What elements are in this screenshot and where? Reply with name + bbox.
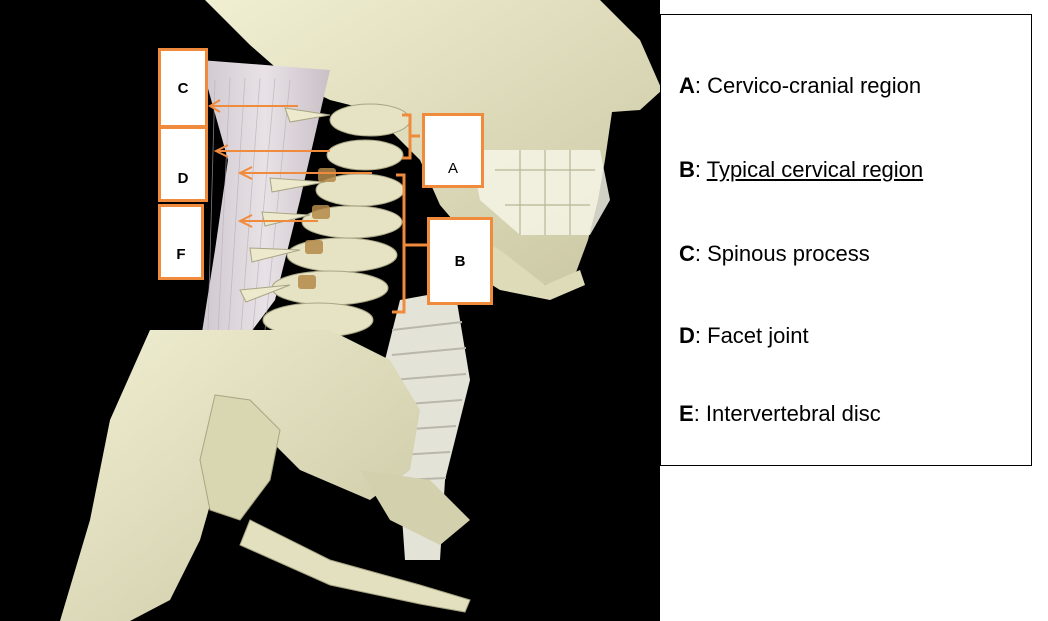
legend-desc: Cervico-cranial region <box>707 73 921 98</box>
label-box-a: A <box>422 113 484 188</box>
legend-item-d: D: Facet joint <box>679 323 809 349</box>
legend-item-b: B: Typical cervical region <box>679 157 923 183</box>
label-c-text: C <box>178 80 189 97</box>
label-d-text: D <box>178 170 189 187</box>
legend-desc: Facet joint <box>707 323 809 348</box>
label-a-text: A <box>448 160 458 177</box>
legend-letter: A <box>679 73 695 98</box>
legend-item-a: A: Cervico-cranial region <box>679 73 921 99</box>
legend-desc: Typical cervical region <box>707 157 923 182</box>
legend-letter: E <box>679 401 694 426</box>
legend-letter: C <box>679 241 695 266</box>
legend-item-c: C: Spinous process <box>679 241 870 267</box>
label-b-text: B <box>455 253 466 270</box>
legend-separator: : <box>695 323 707 348</box>
legend-separator: : <box>695 241 707 266</box>
legend-box: A: Cervico-cranial region B: Typical cer… <box>660 14 1032 466</box>
legend-desc: Intervertebral disc <box>706 401 881 426</box>
label-box-f: F <box>158 204 204 280</box>
anatomy-illustration <box>0 0 660 621</box>
label-f-text: F <box>176 246 185 263</box>
legend-letter: B <box>679 157 695 182</box>
legend-desc: Spinous process <box>707 241 870 266</box>
legend-separator: : <box>695 73 707 98</box>
label-box-b: B <box>427 217 493 305</box>
label-box-c: C <box>158 48 208 128</box>
label-box-d: D <box>158 126 208 202</box>
legend-separator: : <box>695 157 707 182</box>
legend-item-e: E: Intervertebral disc <box>679 401 881 427</box>
legend-separator: : <box>694 401 706 426</box>
legend-letter: D <box>679 323 695 348</box>
skeleton-neck-image <box>0 0 660 621</box>
